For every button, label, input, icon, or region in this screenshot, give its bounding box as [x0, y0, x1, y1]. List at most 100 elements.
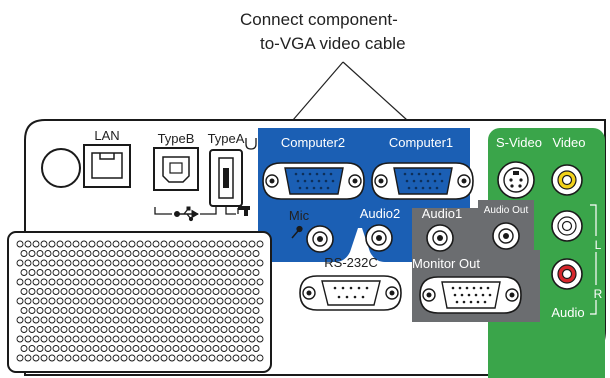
grille-hole: [144, 259, 152, 267]
grille-hole: [152, 240, 160, 248]
grille-hole: [200, 259, 208, 267]
grille-hole: [228, 326, 236, 333]
grille-hole: [228, 288, 236, 295]
grille-hole: [136, 297, 144, 305]
audio-out-jack[interactable]: [492, 222, 520, 250]
usb-type-a-port[interactable]: [209, 149, 243, 207]
grille-hole: [168, 354, 176, 362]
grille-hole: [228, 269, 236, 276]
grille-hole: [256, 297, 264, 305]
grille-hole: [188, 250, 196, 257]
grille-hole: [36, 250, 44, 257]
grille-hole: [152, 316, 160, 324]
grille-hole: [20, 307, 28, 314]
grille-hole: [116, 307, 124, 314]
grille-hole: [32, 354, 40, 362]
grille-hole: [100, 345, 108, 352]
grille-hole: [72, 259, 80, 267]
grille-hole: [140, 288, 148, 295]
grille-hole: [112, 316, 120, 324]
monitor-out-vga-port[interactable]: [419, 276, 522, 314]
grille-hole: [164, 307, 172, 314]
mic-label: Mic: [289, 208, 310, 223]
callout-pointer: [292, 61, 408, 121]
grille-hole: [104, 316, 112, 324]
video-rca-jack[interactable]: [551, 164, 583, 196]
mic-jack[interactable]: [306, 225, 334, 253]
grille-hole: [76, 288, 84, 295]
grille-hole: [96, 316, 104, 324]
grille-hole: [72, 278, 80, 286]
grille-hole: [192, 240, 200, 248]
grille-hole: [64, 278, 72, 286]
grille-hole: [76, 269, 84, 276]
svideo-port[interactable]: [497, 161, 535, 199]
grille-hole: [192, 316, 200, 324]
grille-hole: [120, 335, 128, 343]
grille-hole: [20, 269, 28, 276]
grille-hole: [136, 240, 144, 248]
grille-hole: [60, 269, 68, 276]
grille-hole: [80, 278, 88, 286]
grille-hole: [44, 288, 52, 295]
callout-line-2: to-VGA video cable: [260, 34, 406, 53]
grille-hole: [56, 278, 64, 286]
typea-label: TypeA: [208, 131, 245, 146]
power-button[interactable]: [41, 148, 81, 188]
grille-hole: [60, 288, 68, 295]
grille-hole: [236, 269, 244, 276]
grille-hole: [108, 269, 116, 276]
grille-hole: [116, 288, 124, 295]
grille-hole: [84, 345, 92, 352]
grille-hole: [64, 240, 72, 248]
grille-hole: [36, 288, 44, 295]
grille-hole: [124, 288, 132, 295]
grille-hole: [148, 307, 156, 314]
grille-hole: [116, 326, 124, 333]
grille-hole: [40, 297, 48, 305]
grille-hole: [240, 297, 248, 305]
grille-hole: [36, 326, 44, 333]
audio1-label: Audio1: [422, 206, 462, 221]
grille-hole: [32, 335, 40, 343]
grille-hole: [96, 297, 104, 305]
audio1-jack[interactable]: [426, 224, 454, 252]
grille-hole: [104, 278, 112, 286]
grille-hole: [68, 250, 76, 257]
grille-hole: [216, 278, 224, 286]
grille-hole: [208, 335, 216, 343]
computer1-vga-port[interactable]: [371, 162, 474, 200]
audio-l-rca-jack[interactable]: [551, 210, 583, 242]
svideo-label: S-Video: [496, 135, 542, 150]
grille-hole: [248, 240, 256, 248]
grille-hole: [80, 297, 88, 305]
grille-hole: [244, 269, 252, 276]
grille-hole: [236, 250, 244, 257]
grille-hole: [104, 335, 112, 343]
grille-hole: [100, 250, 108, 257]
grille-hole: [96, 278, 104, 286]
grille-hole: [224, 354, 232, 362]
grille-hole: [40, 354, 48, 362]
grille-hole: [112, 335, 120, 343]
grille-hole: [232, 316, 240, 324]
computer2-vga-port[interactable]: [262, 162, 365, 200]
grille-hole: [28, 326, 36, 333]
grille-hole: [204, 288, 212, 295]
grille-hole: [68, 345, 76, 352]
grille-hole: [172, 288, 180, 295]
grille-hole: [52, 326, 60, 333]
grille-hole: [124, 326, 132, 333]
grille-hole: [164, 326, 172, 333]
grille-hole: [176, 335, 184, 343]
grille-hole: [256, 278, 264, 286]
audio-r-rca-jack[interactable]: [551, 258, 583, 290]
grille-hole: [104, 354, 112, 362]
lan-port[interactable]: [83, 144, 131, 188]
grille-hole: [164, 288, 172, 295]
usb-type-b-port[interactable]: [153, 147, 199, 191]
grille-hole: [88, 297, 96, 305]
audio2-jack[interactable]: [365, 224, 393, 252]
rs232c-port[interactable]: [299, 275, 402, 311]
